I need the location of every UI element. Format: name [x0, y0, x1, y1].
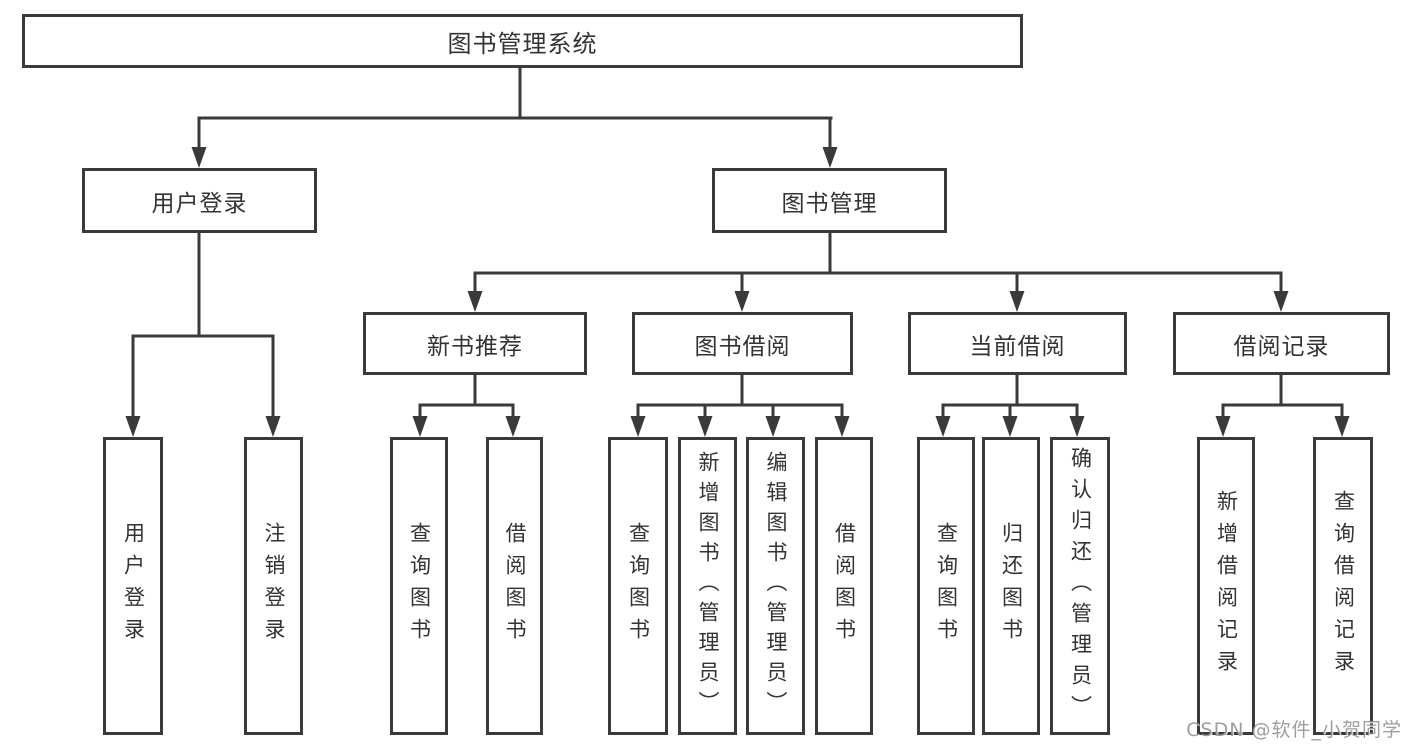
library-management-system-box: 图书管理系统	[22, 14, 1023, 68]
user-login-leaf: 用户登录	[103, 437, 163, 735]
book-borrow-box: 图书借阅	[632, 312, 853, 375]
new-book-recommend-box: 新书推荐	[363, 312, 587, 375]
logout-leaf: 注销登录	[244, 437, 303, 735]
edit-book-admin-leaf: 编辑图书（管理员）	[746, 437, 805, 735]
borrow-books-leaf: 借阅图书	[486, 437, 543, 735]
add-borrow-record-leaf: 新增借阅记录	[1197, 437, 1255, 735]
return-book-leaf: 归还图书	[982, 437, 1040, 735]
query-books-leaf: 查询图书	[608, 437, 668, 735]
query-borrow-record-leaf: 查询借阅记录	[1313, 437, 1373, 735]
query-books-leaf: 查询图书	[390, 437, 448, 735]
arrowheads	[125, 147, 1350, 437]
csdn-watermark: CSDN @软件_小贺同学	[1186, 719, 1402, 741]
user-login-box: 用户登录	[82, 168, 317, 233]
book-management-box: 图书管理	[712, 168, 947, 233]
current-borrow-box: 当前借阅	[908, 312, 1127, 375]
borrow-books-leaf: 借阅图书	[815, 437, 873, 735]
add-book-admin-leaf: 新增图书（管理员）	[678, 437, 737, 735]
query-books-leaf: 查询图书	[917, 437, 975, 735]
borrow-record-box: 借阅记录	[1173, 312, 1390, 375]
confirm-return-admin-leaf: 确认归还（管理员）	[1050, 437, 1110, 735]
